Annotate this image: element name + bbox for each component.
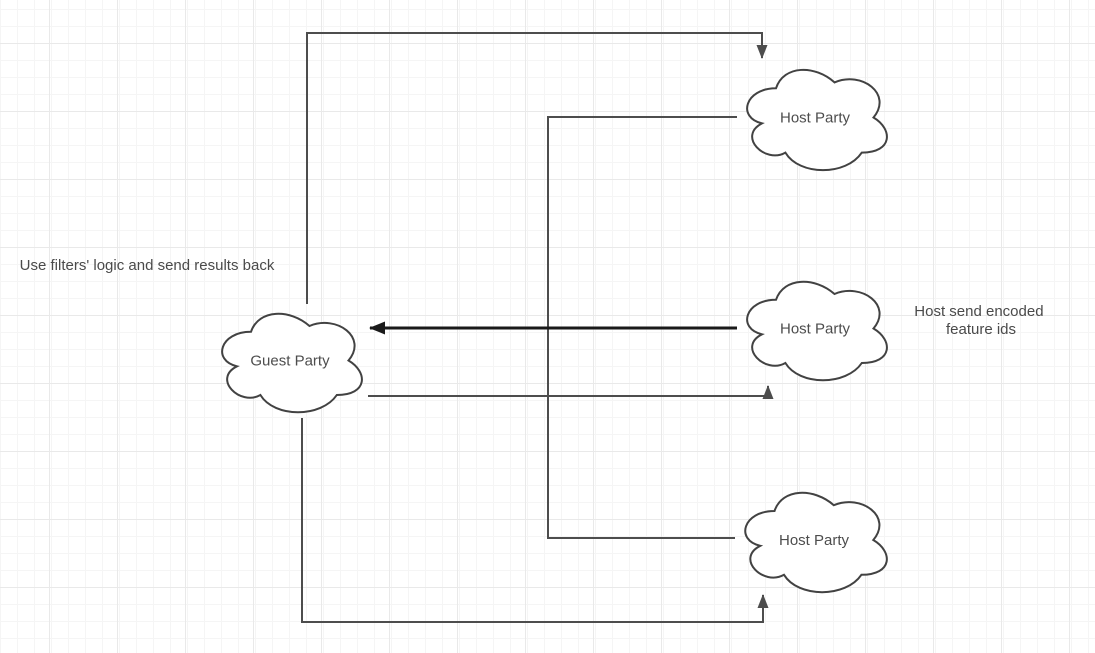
cloud-shape[interactable]: [221, 312, 363, 414]
node-label-host-party-middle: Host Party: [780, 321, 851, 338]
edge-guest-to-host-bottom[interactable]: [301, 418, 769, 623]
node-label-host-party-bottom: Host Party: [779, 532, 850, 549]
node-label-guest-party: Guest Party: [250, 353, 330, 370]
annotation-line: Host send encoded: [914, 303, 1043, 320]
node-label-host-party-top: Host Party: [780, 110, 851, 127]
annotation-use-filters-logic[interactable]: Use filters' logic and send results back: [20, 257, 275, 274]
annotation-host-send-encoded[interactable]: Host send encoded feature ids: [914, 303, 1047, 338]
edge-guest-to-host-middle[interactable]: [368, 385, 774, 399]
cloud-host-party-middle[interactable]: Host Party: [746, 280, 888, 382]
cloud-host-party-bottom[interactable]: Host Party: [744, 491, 888, 594]
cloud-shape[interactable]: [744, 491, 888, 594]
cloud-guest-party[interactable]: Guest Party: [221, 312, 363, 414]
cloud-shape[interactable]: [746, 280, 888, 382]
edge-guest-to-host-top[interactable]: [306, 32, 768, 304]
cloud-shape[interactable]: [746, 68, 888, 172]
cloud-host-party-top[interactable]: Host Party: [746, 68, 888, 172]
annotation-line: feature ids: [946, 321, 1016, 338]
